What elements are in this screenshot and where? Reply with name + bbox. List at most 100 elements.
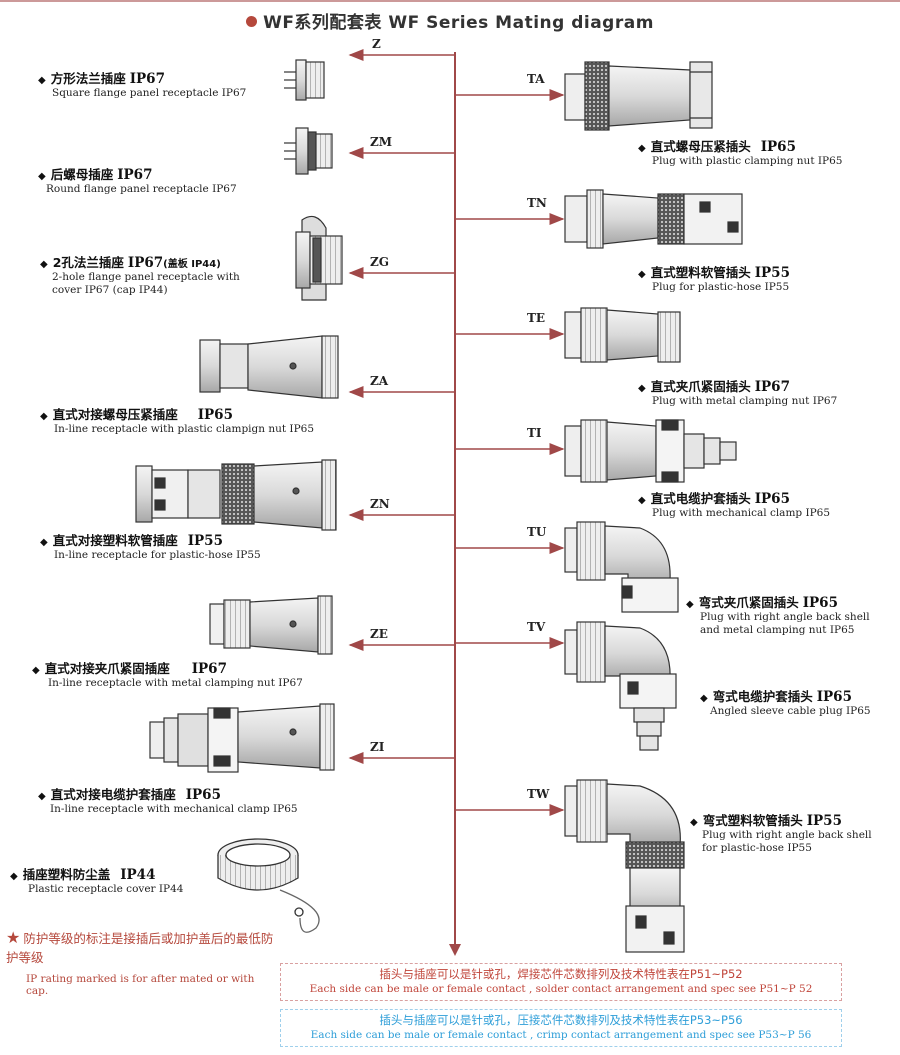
bullet-icon: ◆: [32, 665, 40, 676]
ip-rating: IP65: [754, 491, 790, 507]
bullet-icon: ◆: [38, 171, 46, 182]
ti-plug-image: [564, 419, 737, 483]
note-cn: 防护等级的标注是接插后或加护盖后的最低防护等级: [6, 931, 274, 965]
z-square-flange-receptacle-image: [284, 59, 325, 101]
label-cn: 直式对接电缆护套插座: [50, 787, 176, 802]
ip-rating: IP65: [185, 787, 221, 803]
code-ta: TA: [527, 72, 545, 86]
ip-rating: IP44: [120, 867, 156, 883]
bullet-icon: ◆: [638, 143, 646, 154]
tu-angled-plug-image: [564, 521, 679, 613]
label-en: In-line receptacle for plastic-hose IP55: [54, 549, 261, 561]
label-cn: 直式对接夹爪紧固插座: [44, 661, 170, 676]
label-en-line2: and metal clamping nut IP65: [700, 624, 855, 636]
ip-rating: IP65: [802, 595, 838, 611]
label-en: Angled sleeve cable plug IP65: [710, 705, 871, 717]
label-cn: 直式塑料软管插头: [650, 265, 751, 280]
solder-contact-note-box: 插头与插座可以是针或孔，焊接芯件芯数排列及技术特性表在P51~P52 Each …: [280, 963, 842, 1001]
bullet-icon: ◆: [690, 817, 698, 828]
label-cn: 后螺母插座: [50, 167, 114, 182]
label-en: In-line receptacle with metal clamping n…: [48, 677, 303, 689]
dust-cover-image: [217, 838, 320, 933]
label-cn: 弯式夹爪紧固插头: [698, 595, 799, 610]
title-bullet-dot: [246, 16, 258, 27]
label-en: Plug with metal clamping nut IP67: [652, 395, 838, 407]
crimp-note-cn: 插头与插座可以是针或孔，压接芯件芯数排列及技术特性表在P53~P56: [379, 1013, 743, 1027]
note-en: IP rating marked is for after mated or w…: [26, 973, 255, 997]
ip-rating: IP67: [127, 255, 164, 271]
label-cn: 方形法兰插座: [50, 71, 126, 86]
bullet-icon: ◆: [638, 269, 646, 280]
code-ze: ZE: [370, 627, 388, 641]
ip-rating: IP67: [117, 167, 153, 183]
ip-rating: IP55: [754, 265, 790, 281]
bullet-icon: ◆: [38, 791, 46, 802]
ip-rating: IP67: [129, 71, 165, 87]
label-ze: ◆ 直式对接夹爪紧固插座 IP67 In-line receptacle with …: [32, 658, 303, 690]
label-en: Plug with plastic clamping nut IP65: [652, 155, 843, 167]
page-title: WF系列配套表 WF Series Mating diagram: [0, 8, 900, 33]
code-te: TE: [527, 311, 546, 325]
code-tw: TW: [527, 787, 550, 801]
te-plug-image: [564, 307, 681, 363]
ip-rating: IP65: [197, 407, 233, 423]
label-en: In-line receptacle with mechanical clamp…: [50, 803, 298, 815]
label-ta: ◆ 直式螺母压紧插头 IP65 Plug with plastic clamping…: [638, 136, 842, 168]
label-cn: 直式对接螺母压紧插座: [52, 407, 178, 422]
tn-plug-image: [564, 189, 743, 249]
ip-rating: IP65: [760, 139, 796, 155]
crimp-note-en: Each side can be male or female contact …: [310, 1029, 812, 1041]
label-en: Plug with right angle back shell: [702, 829, 872, 841]
ip-rating: IP67: [191, 661, 227, 677]
code-tv: TV: [527, 620, 546, 634]
top-rule: [0, 0, 900, 2]
zn-inline-receptacle-image: [135, 459, 337, 531]
label-cn: 直式夹爪紧固插头: [650, 379, 751, 394]
label-en: Round flange panel receptacle IP67: [46, 183, 237, 195]
label-en: Plug with right angle back shell: [700, 611, 870, 623]
bullet-icon: ◆: [40, 537, 48, 548]
code-ti: TI: [527, 426, 542, 440]
code-tn: TN: [527, 196, 547, 210]
label-cn: 直式电缆护套插头: [650, 491, 751, 506]
label-cn: 直式螺母压紧插头: [650, 139, 751, 154]
ip-rating: IP67: [754, 379, 790, 395]
label-zi: ◆ 直式对接电缆护套插座 IP65 In-line receptacle with …: [38, 784, 298, 816]
code-zm: ZM: [370, 135, 393, 149]
trunk-arrowhead: [449, 944, 461, 956]
label-en: Plastic receptacle cover IP44: [28, 883, 184, 895]
bullet-icon: ◆: [700, 693, 708, 704]
bullet-icon: ◆: [40, 411, 48, 422]
code-zn: ZN: [370, 497, 390, 511]
bullet-icon: ◆: [638, 495, 646, 506]
title-text: WF系列配套表 WF Series Mating diagram: [263, 13, 654, 33]
label-en: Square flange panel receptacle IP67: [52, 87, 247, 99]
label-en-line2: cover IP67 (cap IP44): [52, 284, 168, 296]
label-en: 2-hole flange panel receptacle with: [52, 271, 240, 283]
bullet-icon: ◆: [10, 871, 18, 882]
label-en-line2: for plastic-hose IP55: [702, 842, 812, 854]
crimp-contact-note-box: 插头与插座可以是针或孔，压接芯件芯数排列及技术特性表在P53~P56 Each …: [280, 1009, 842, 1047]
label-za: ◆ 直式对接螺母压紧插座 IP65 In-line receptacle with …: [40, 404, 314, 436]
label-en: In-line receptacle with plastic clampign…: [54, 423, 315, 435]
bullet-icon: ◆: [638, 383, 646, 394]
code-zi: ZI: [370, 740, 385, 754]
ze-inline-receptacle-image: [209, 595, 333, 655]
zg-2hole-flange-receptacle-image: [295, 215, 343, 301]
ip-rating-note: ★防护等级的标注是接插后或加护盖后的最低防护等级 IP rating marke…: [6, 928, 276, 997]
star-icon: ★: [6, 928, 21, 947]
bullet-icon: ◆: [38, 75, 46, 86]
zi-inline-receptacle-image: [149, 703, 335, 773]
za-inline-receptacle-image: [199, 335, 339, 399]
bullet-icon: ◆: [40, 259, 48, 270]
solder-note-cn: 插头与插座可以是针或孔，焊接芯件芯数排列及技术特性表在P51~P52: [379, 967, 743, 981]
